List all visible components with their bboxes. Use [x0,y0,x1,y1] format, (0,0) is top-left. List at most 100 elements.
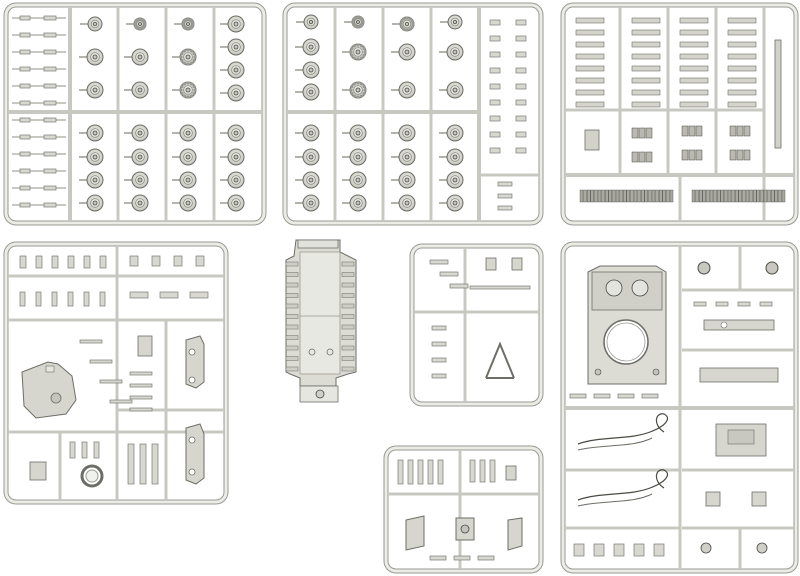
small-part [427,459,434,485]
road-wheel [79,81,104,99]
small-part [151,255,161,267]
sprocket-tooth [179,55,183,59]
wheel-hub [404,200,410,206]
sprocket-tooth [179,88,183,92]
small-part [43,185,57,191]
sprocket-tooth [350,46,354,51]
hull-fin-left [285,293,299,298]
track-run-link [731,189,735,203]
track-run-link [633,189,638,203]
road-wheel [220,15,245,33]
small-part [129,255,139,267]
sprocket-tooth [186,95,190,99]
sprocket-tooth [362,46,366,51]
sprocket-tooth [180,51,184,56]
small-part [79,339,103,344]
wheel-hub-ring [402,85,412,95]
track-link [631,53,661,60]
wheel-hub [233,90,239,96]
sprocket-tooth [400,19,404,23]
road-wheel [124,148,149,166]
small-part [515,99,527,106]
track-run-link [601,189,605,203]
wheel-hub [137,200,143,206]
wheel-hub-ring [306,42,316,52]
track-link [631,65,661,72]
wheel-hub [92,154,98,160]
track-link [575,53,605,60]
hull-fin-right [341,261,355,267]
road-wheel [220,84,245,102]
track-run-link [713,189,717,203]
road-wheel [296,14,319,30]
track-run-link [709,189,714,203]
track-run-link [594,189,598,203]
small-part [43,49,57,55]
small-part [19,117,31,123]
wheel-hub [452,19,458,25]
wheel-hub [185,87,191,93]
sprocket-tooth [134,24,138,29]
road-wheel [342,124,367,142]
sprocket-tooth [186,17,190,21]
wheel-hub-ring [183,198,193,208]
wheel-hub [137,54,143,60]
small-part [129,383,153,388]
small-part [515,115,527,122]
sprocket-tooth [189,49,194,53]
sprocket-tooth [190,19,194,24]
track-run-link [637,189,641,203]
sprocket-tooth [349,88,353,92]
track-link [631,41,661,48]
road-wheel [124,124,149,142]
wheel-hub-ring [450,17,460,27]
small-part [19,255,27,269]
track-link-block [688,125,696,137]
small-part [489,19,501,26]
small-part [19,202,31,208]
sprocket-tooth [363,88,367,92]
road-wheel [124,48,149,66]
track-run-link [706,189,710,203]
small-part [51,255,59,269]
sprocket-tooth [182,61,187,65]
track-link [575,89,605,96]
small-part [489,83,501,90]
hull-fin-right [341,272,355,277]
track-run-link [641,189,645,203]
wheel-hub-ring [450,47,460,57]
road-wheel [295,194,320,212]
track-run-link [767,189,771,203]
wheel-hub [308,67,314,73]
sprue-upper-hull [560,241,799,574]
wheel-hub-ring [306,87,316,97]
wheel-hub-ring [402,19,412,29]
sprocket-tooth [410,25,414,29]
road-wheel [391,124,416,142]
road-wheel [220,61,245,79]
wheel-hub-ring [353,198,363,208]
sprocket-tooth [192,91,196,96]
wheel-hub [185,130,191,136]
small-part [573,543,585,557]
sprocket-tooth [140,26,145,30]
track-link [575,29,605,36]
small-part [489,459,496,483]
sprocket-tooth [193,55,197,59]
sprocket-tooth [362,53,366,58]
small-part [19,168,31,174]
track-link [679,17,709,24]
sprue-track-links [560,2,799,226]
track-link [631,77,661,84]
sprocket-tooth [186,62,190,66]
wheel-hub-ring [306,65,316,75]
sprocket-tooth [402,17,406,21]
sprue-suspension-small [409,243,544,407]
wheel-hub [452,177,458,183]
track-run-link [699,189,703,203]
road-wheel [439,124,464,142]
wheel-hub-ring [135,175,145,185]
track-link-block [631,151,639,163]
sprocket-tooth [186,27,190,31]
small-part [35,255,43,269]
